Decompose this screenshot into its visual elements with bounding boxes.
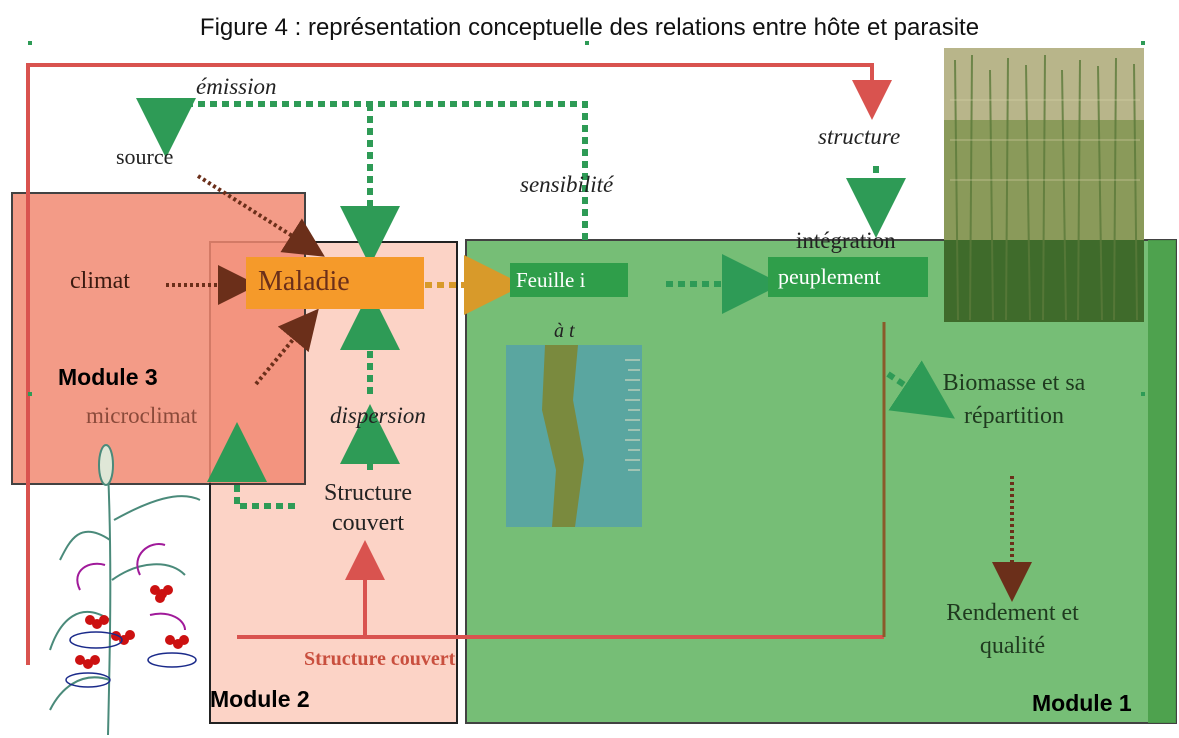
peuplement-box (768, 257, 928, 297)
label-a-t: à t (554, 320, 575, 342)
label-feuille: Feuille i (516, 268, 586, 292)
label-integration: intégration (796, 228, 896, 253)
label-microclimat: microclimat (86, 403, 198, 428)
label-source: source (116, 144, 174, 169)
label-sensibilite: sensibilité (520, 172, 614, 197)
maladie-box (246, 257, 424, 309)
label-emission: émission (196, 74, 277, 99)
figure-title: Figure 4 : représentation conceptuelle d… (199, 14, 980, 41)
module-3-label: Module 3 (58, 364, 158, 390)
label-structure: structure (818, 124, 901, 149)
wheat-field-photo (944, 48, 1144, 322)
label-biomasse: Biomasse et sa répartition (942, 370, 1086, 429)
label-rendement: Rendement et qualité (946, 600, 1079, 659)
leaf-sample-photo (506, 345, 642, 527)
module-1-label: Module 1 (1032, 690, 1132, 716)
label-dispersion: dispersion (330, 403, 426, 428)
module-2-label: Module 2 (210, 686, 310, 712)
label-climat: climat (70, 268, 130, 294)
brown-dotted-arrows (166, 174, 1032, 602)
wheat-plant-drawing (49, 444, 201, 736)
label-structure-couvert-bottom: Structure couvert (304, 648, 456, 670)
label-structure-couvert: Structure couvert (324, 480, 412, 536)
feuille-box (510, 263, 628, 297)
label-peuplement: peuplement (778, 264, 881, 289)
red-flow-lines (26, 63, 892, 665)
label-maladie: Maladie (258, 266, 350, 297)
module-3-box (11, 192, 306, 485)
green-dashed-arrows (136, 98, 955, 509)
